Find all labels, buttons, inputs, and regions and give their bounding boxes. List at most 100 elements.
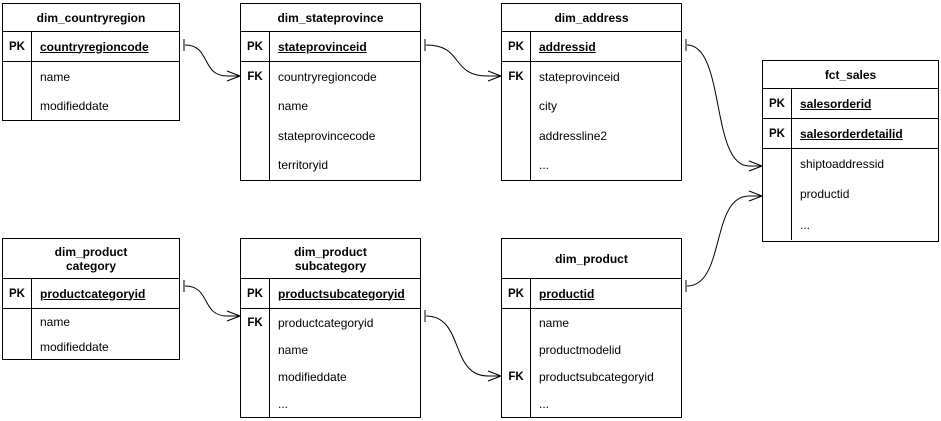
column-name: productsubcategoryid [278, 286, 405, 301]
column-name: ... [539, 396, 550, 411]
entity-key-row[interactable]: PK productid [502, 279, 681, 309]
entity-key-row[interactable]: PK addressid [502, 32, 681, 62]
key-badge: FK [508, 370, 524, 383]
entity-key-row[interactable]: PK salesorderdetailid [763, 119, 938, 149]
column-name: modifieddate [40, 339, 109, 354]
key-column [3, 62, 32, 120]
key-column: FK [502, 62, 531, 180]
entity-body: FK productcategoryid name modifieddate... [241, 309, 420, 417]
relationship-productcategory-to-subcategory [183, 280, 241, 322]
column-name: productcategoryid [278, 315, 374, 330]
key-column [763, 149, 792, 240]
column-list: productcategoryid name modifieddate... [270, 309, 420, 417]
relationship-subcategory-to-product [424, 310, 502, 382]
cardinality-many-crowsfoot [226, 310, 241, 322]
entity-body: name modifieddate [3, 309, 179, 359]
key-column: FK [241, 62, 270, 180]
key-badge [502, 336, 530, 363]
key-badge [241, 336, 269, 363]
relationship-stateprovince-to-address [424, 39, 502, 82]
cardinality-many-crowsfoot [748, 190, 763, 202]
relationship-address-to-sales [685, 39, 763, 172]
column-name: countryregioncode [40, 39, 149, 54]
column-list: name productmodelid productsubcategoryid..… [531, 309, 681, 417]
key-badge: PK [763, 89, 792, 118]
relationship-product-to-sales [685, 190, 763, 292]
key-badge [3, 309, 31, 334]
entity-title: dim_address [502, 4, 681, 32]
key-badge [3, 91, 31, 120]
column-name: ... [278, 396, 289, 411]
entity-key-row[interactable]: PK stateprovinceid [241, 32, 420, 62]
key-badge: PK [3, 279, 32, 308]
column-name: productid [539, 286, 595, 301]
column-name: countryregioncode [278, 69, 377, 84]
entity-key-row[interactable]: PK productsubcategoryid [241, 279, 420, 309]
column-name: name [40, 314, 71, 329]
column-name: shiptoaddressid [800, 157, 885, 172]
column-name: name [278, 99, 309, 114]
key-column [3, 309, 32, 359]
entity-title: dim_product subcategory [241, 239, 420, 279]
key-badge: PK [502, 279, 531, 308]
key-badge [241, 151, 269, 181]
column-name: name [539, 315, 570, 330]
column-name: addressline2 [539, 128, 608, 143]
key-badge [763, 149, 791, 179]
key-column: FK [502, 309, 531, 417]
key-badge [3, 334, 31, 359]
key-column: FK [241, 309, 270, 417]
column-name: productsubcategoryid [539, 369, 654, 384]
key-badge: PK [241, 279, 270, 308]
column-name: name [278, 342, 309, 357]
column-name: productmodelid [539, 342, 622, 357]
key-badge: FK [247, 316, 263, 329]
key-badge [502, 92, 530, 122]
entity-title: dim_countryregion [3, 4, 179, 32]
entity-key-row[interactable]: PK productcategoryid [3, 279, 179, 309]
entity-title: dim_stateprovince [241, 4, 420, 32]
cardinality-many-crowsfoot [487, 370, 502, 382]
column-list: name modifieddate [32, 309, 179, 359]
cardinality-many-crowsfoot [487, 70, 502, 82]
key-badge [241, 92, 269, 122]
key-badge: PK [3, 32, 32, 61]
column-name: productid [800, 187, 850, 202]
key-badge: PK [241, 32, 270, 61]
column-name: addressid [539, 39, 596, 54]
column-name: stateprovincecode [278, 128, 376, 143]
key-badge: PK [502, 32, 531, 61]
key-badge: PK [763, 119, 792, 148]
column-name: productcategoryid [40, 286, 146, 301]
entity-key-row[interactable]: PK countryregioncode [3, 32, 179, 62]
key-badge [241, 390, 269, 417]
key-badge [763, 179, 791, 209]
column-name: modifieddate [278, 369, 347, 384]
cardinality-many-crowsfoot [226, 70, 241, 82]
column-name: ... [539, 158, 550, 173]
key-badge [502, 151, 530, 181]
column-name: stateprovinceid [278, 39, 367, 54]
column-name: modifieddate [40, 98, 109, 113]
key-badge: FK [508, 70, 524, 83]
column-name: salesorderdetailid [800, 126, 903, 141]
entity-body: FK countryregioncode name stateprovincecode… [241, 62, 420, 180]
key-badge [502, 390, 530, 417]
relationship-countryregion-to-stateprovince [183, 39, 241, 82]
entity-title: fct_sales [763, 61, 938, 89]
